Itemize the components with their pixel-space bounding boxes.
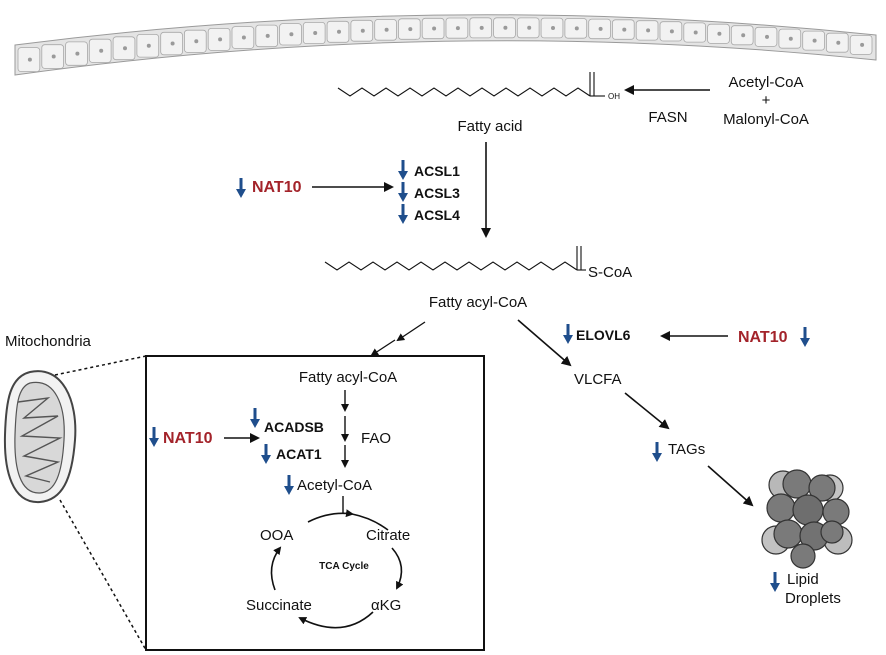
elovl6-down-arrow: [563, 324, 573, 344]
mitochondria-title: Mitochondria: [5, 333, 92, 350]
mitochondria-panel: [145, 355, 485, 651]
vlcfa-label: VLCFA: [574, 371, 622, 388]
acetyl-coa-label: Acetyl-CoA: [728, 74, 803, 91]
cell-nucleus: [788, 36, 793, 41]
cell-nucleus: [741, 33, 746, 38]
cell-nucleus: [360, 28, 365, 33]
cell-nucleus: [812, 38, 817, 43]
mito-fatty-acyl-coa-label: Fatty acyl-CoA: [299, 369, 397, 386]
cell-nucleus: [384, 27, 389, 32]
cell-nucleus: [765, 34, 769, 39]
to-mitochondria-arrow-2: [370, 339, 396, 357]
tags-to-droplets-arrow: [707, 465, 754, 507]
acsl3-label: ACSL3: [414, 185, 460, 201]
vlcfa-to-tags-arrow: [624, 392, 670, 430]
cell-nucleus: [170, 41, 175, 46]
nat10-acsl-label: NAT10: [252, 179, 302, 196]
lipid-droplets-down-arrow: [770, 572, 780, 592]
cell-nucleus: [51, 54, 56, 59]
tca-citrate-label: Citrate: [366, 527, 410, 544]
cell-nucleus: [527, 25, 532, 30]
acadsb-label: ACADSB: [264, 419, 324, 435]
cell-nucleus: [337, 29, 341, 34]
nat10-elovl6-down-arrow: [800, 327, 810, 347]
to-mitochondria-arrow: [396, 321, 426, 342]
cell-nucleus: [408, 27, 413, 32]
cell-nucleus: [146, 43, 151, 48]
acsl1-label: ACSL1: [414, 163, 460, 179]
plus-sign: +: [762, 92, 771, 109]
cell-nucleus: [99, 48, 104, 53]
fao-label: FAO: [361, 430, 391, 447]
droplets-label: Droplets: [785, 590, 841, 607]
cell-nucleus: [836, 40, 841, 45]
malonyl-coa-label: Malonyl-CoA: [723, 111, 809, 128]
lipid-label: Lipid: [787, 571, 819, 588]
tca-akg-label: αKG: [371, 597, 401, 614]
cell-nucleus: [622, 27, 627, 32]
cell-nucleus: [432, 26, 437, 31]
acsl4-down-arrow: [398, 204, 408, 224]
fatty-acyl-coa-label: Fatty acyl-CoA: [429, 294, 527, 311]
tca-cycle-arrows: [270, 509, 404, 629]
tca-cycle-label: TCA Cycle: [319, 561, 369, 572]
cell-nucleus: [265, 33, 270, 38]
cell-nucleus: [574, 26, 579, 31]
cell-nucleus: [218, 37, 223, 42]
cell-nucleus: [551, 26, 555, 30]
cell-nucleus: [717, 31, 722, 36]
cell-nucleus: [241, 35, 246, 40]
tags-label: TAGs: [668, 441, 705, 458]
to-vlcfa-arrow: [517, 319, 572, 367]
elovl6-label: ELOVL6: [576, 327, 631, 343]
epithelium-band: [14, 14, 877, 76]
cell-nucleus: [123, 46, 127, 51]
nat10-elovl6-label: NAT10: [738, 329, 788, 346]
cell-nucleus: [313, 31, 318, 35]
acat1-label: ACAT1: [276, 446, 322, 462]
cell-nucleus: [598, 26, 603, 31]
cell-nucleus: [669, 29, 674, 34]
tca-ooa-label: OOA: [260, 527, 293, 544]
cell-nucleus: [27, 57, 32, 62]
cell-nucleus: [75, 51, 80, 56]
oh-label: OH: [608, 92, 620, 101]
tca-succinate-label: Succinate: [246, 597, 312, 614]
s-coa-label: S-CoA: [588, 264, 632, 281]
cell-nucleus: [289, 32, 294, 37]
zoom-line-bottom: [59, 499, 147, 651]
zoom-line-top: [54, 355, 147, 376]
fatty-acyl-coa-structure: [324, 246, 586, 271]
mito-nat10-label: NAT10: [163, 430, 213, 447]
fatty-acid-structure: [337, 72, 605, 97]
cell-nucleus: [479, 25, 484, 30]
lipid-droplets-illustration: [761, 469, 853, 569]
mito-acetyl-coa-label: Acetyl-CoA: [297, 477, 372, 494]
cell-nucleus: [860, 42, 865, 47]
acsl4-label: ACSL4: [414, 207, 460, 223]
cell-nucleus: [194, 39, 199, 44]
nat10-down-arrow: [236, 178, 246, 198]
fatty-acid-label: Fatty acid: [457, 118, 522, 135]
cell-nucleus: [503, 25, 508, 30]
mitochondrion-icon: [3, 370, 77, 504]
cell-nucleus: [455, 26, 460, 31]
fasn-label: FASN: [648, 109, 687, 126]
cell-nucleus: [693, 30, 698, 35]
cell-nucleus: [646, 28, 651, 33]
acsl3-down-arrow: [398, 182, 408, 202]
tags-down-arrow: [652, 442, 662, 462]
acsl1-down-arrow: [398, 160, 408, 180]
